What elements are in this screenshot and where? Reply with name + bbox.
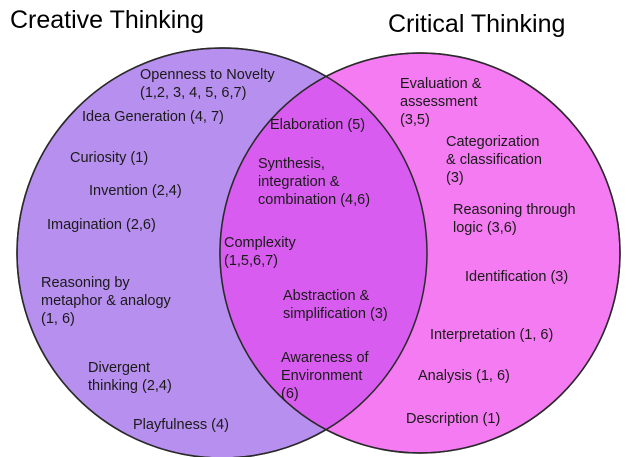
idea-generation-label: Idea Generation (4, 7) (82, 109, 224, 125)
awareness-of-environment-label: Awareness of Environment (6) (281, 350, 369, 402)
abstraction-label: Abstraction & simplification (3) (283, 288, 388, 322)
description-label: Description (1) (406, 411, 501, 427)
analysis-label: Analysis (1, 6) (418, 368, 510, 384)
reasoning-by-metaphor-label: Reasoning by metaphor & analogy (1, 6) (41, 275, 171, 327)
elaboration-label: Elaboration (5) (270, 117, 366, 133)
identification-label: Identification (3) (465, 269, 569, 285)
synthesis-label: Synthesis, integration & combination (4,… (258, 156, 371, 208)
imagination-label: Imagination (2,6) (47, 217, 156, 233)
invention-label: Invention (2,4) (89, 183, 182, 199)
creative-thinking-outline (16, 47, 428, 457)
creative-thinking-title: Creative Thinking (10, 6, 205, 34)
overlap-region (220, 53, 427, 453)
openness-to-novelty-label: Openness to Novelty (1,2, 3, 4, 5, 6,7) (140, 67, 275, 101)
interpretation-label: Interpretation (1, 6) (430, 327, 554, 343)
divergent-thinking-label: Divergent thinking (2,4) (88, 360, 172, 394)
critical-thinking-title: Critical Thinking (388, 10, 566, 38)
curiosity-label: Curiosity (1) (70, 150, 149, 166)
categorization-label: Categorization & classification (3) (446, 134, 542, 186)
playfulness-label: Playfulness (4) (133, 417, 229, 433)
complexity-label: Complexity (1,5,6,7) (224, 235, 296, 269)
evaluation-label: Evaluation & assessment (3,5) (400, 76, 482, 128)
reasoning-through-logic-label: Reasoning through logic (3,6) (453, 202, 576, 236)
critical-thinking-outline (219, 52, 621, 454)
